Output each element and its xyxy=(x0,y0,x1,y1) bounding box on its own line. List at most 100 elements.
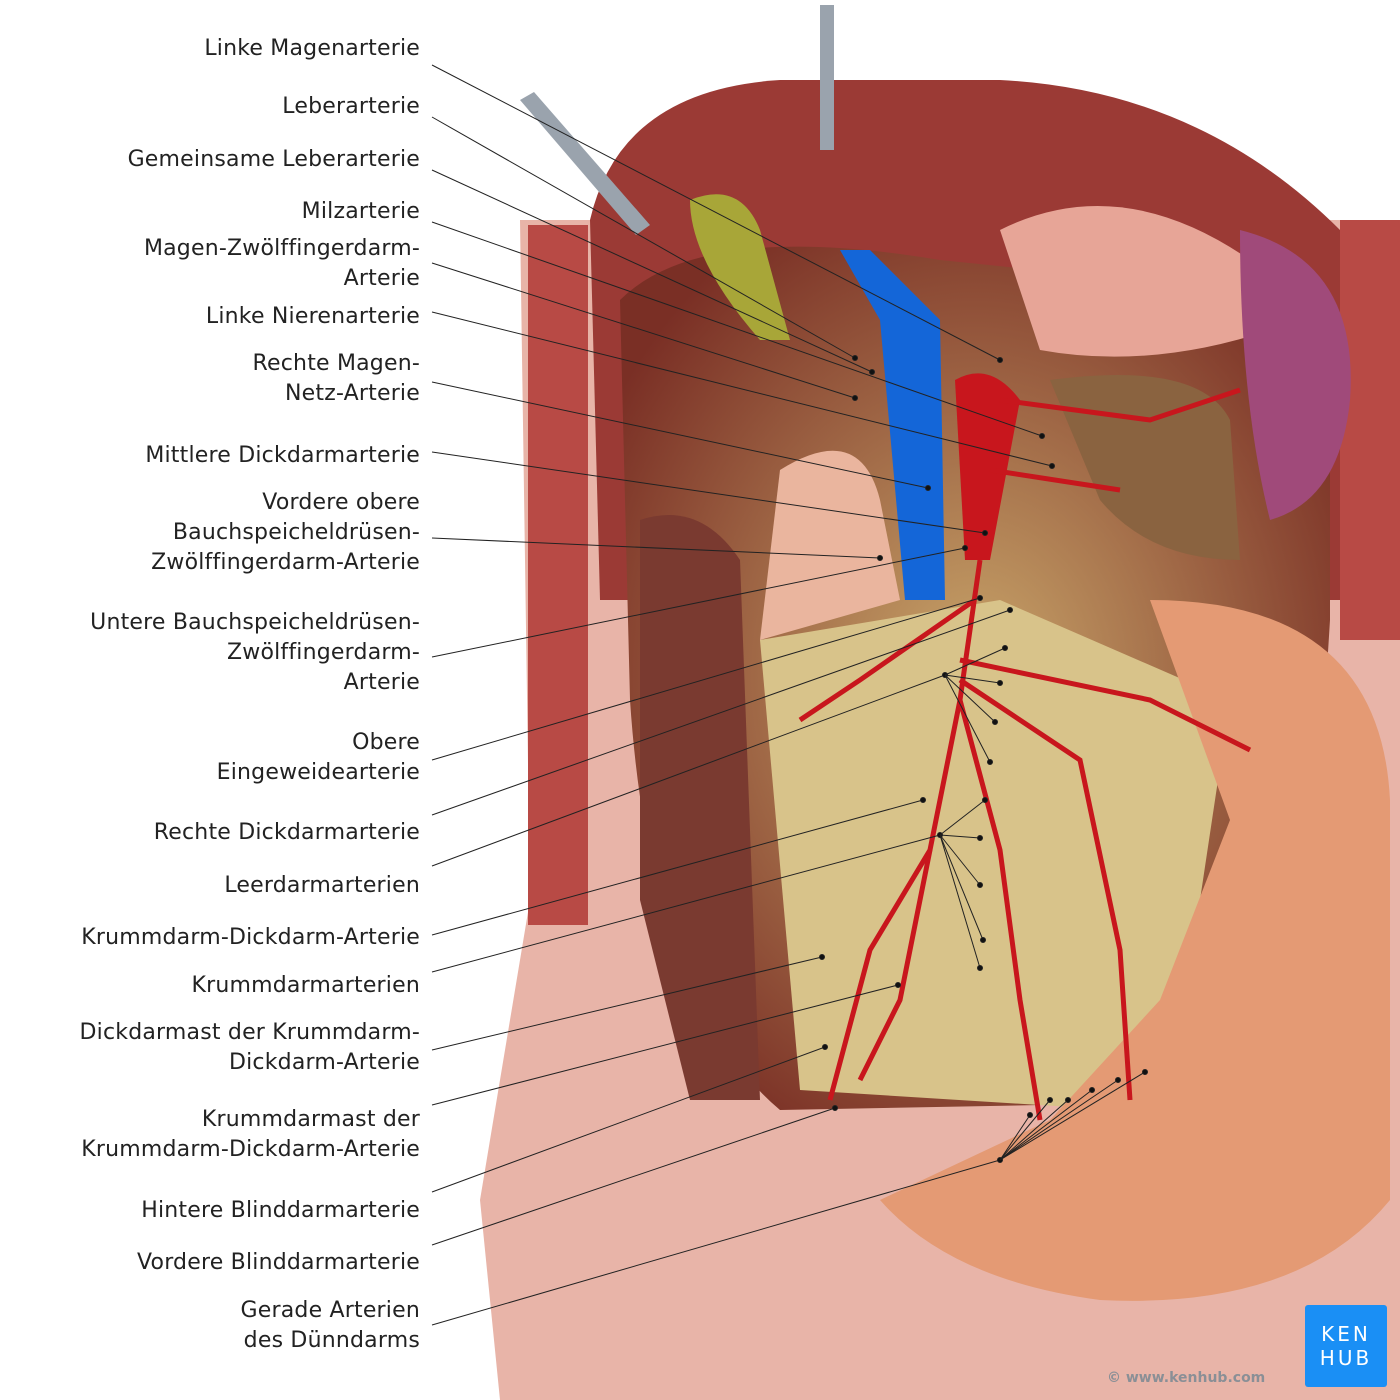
label-line: Krummdarm-Dickdarm-Arterie xyxy=(81,925,420,950)
label-line: Vordere obere xyxy=(262,490,420,515)
leader-line xyxy=(939,799,986,836)
leader-dot xyxy=(1142,1069,1148,1075)
leader-dot xyxy=(982,530,988,536)
label-line: Obere xyxy=(352,730,420,755)
leader-dot xyxy=(962,545,968,551)
label-line: Krummdarmarterien xyxy=(191,973,420,998)
leader-dot xyxy=(819,954,825,960)
label-line: des Dünndarms xyxy=(243,1328,420,1353)
label-line: Krummdarm-Dickdarm-Arterie xyxy=(81,1137,420,1162)
anatomy-label: Untere Bauchspeicheldrüsen- Zwölffingerda… xyxy=(90,608,420,698)
duodenum xyxy=(760,450,900,640)
leader-line xyxy=(999,1114,1031,1161)
leader-line xyxy=(939,834,984,941)
label-line: Vordere Blinddarmarterie xyxy=(137,1250,420,1275)
label-line: Zwölffingerdarm- xyxy=(226,640,420,665)
leader-line xyxy=(431,674,946,867)
logo-text: HUB xyxy=(1319,1346,1373,1370)
label-line: Gemeinsame Leberarterie xyxy=(127,147,420,172)
label-line: Rechte Dickdarmarterie xyxy=(153,820,420,845)
left-wall-muscle xyxy=(528,225,588,925)
anatomy-label: Linke Nierenarterie xyxy=(206,302,420,332)
copyright-text: © www.kenhub.com xyxy=(1107,1370,1266,1386)
gallbladder xyxy=(690,194,790,340)
label-line: Dickdarm-Arterie xyxy=(228,1050,420,1075)
label-line: Leberarterie xyxy=(282,94,420,119)
spleen xyxy=(1240,230,1351,520)
anatomy-label: Milzarterie xyxy=(302,197,420,227)
leader-dot xyxy=(982,797,988,803)
anatomy-label: Hintere Blinddarmarterie xyxy=(141,1196,420,1226)
label-line: Krummdarmast der xyxy=(201,1107,420,1132)
leader-dot xyxy=(822,1044,828,1050)
label-line: Bauchspeicheldrüsen- xyxy=(172,520,420,545)
label-line: Mittlere Dickdarmarterie xyxy=(145,443,420,468)
label-line: Arterie xyxy=(343,670,420,695)
leader-lines xyxy=(431,64,1148,1326)
small-intestine xyxy=(880,600,1390,1301)
leader-line xyxy=(431,64,1001,361)
leader-dot xyxy=(977,965,983,971)
leader-dot xyxy=(977,835,983,841)
leader-line xyxy=(431,956,823,1051)
ascending-colon xyxy=(640,515,760,1100)
label-line: Hintere Blinddarmarterie xyxy=(141,1198,420,1223)
leader-line xyxy=(431,451,986,534)
label-line: Untere Bauchspeicheldrüsen- xyxy=(90,610,420,635)
leader-line xyxy=(431,1107,836,1246)
right-wall-muscle xyxy=(1340,220,1400,640)
leader-dot xyxy=(869,369,875,375)
leader-dot xyxy=(1027,1112,1033,1118)
leader-line xyxy=(431,799,924,936)
leader-line xyxy=(999,1099,1069,1161)
anatomy-label: Vordere Blinddarmarterie xyxy=(137,1248,420,1278)
leader-line xyxy=(431,1046,826,1193)
vena-cava xyxy=(840,250,945,600)
leader-line xyxy=(431,609,1011,816)
label-line: Linke Nierenarterie xyxy=(205,304,420,329)
label-line: Netz-Arterie xyxy=(285,381,420,406)
anatomy-label: Leberarterie xyxy=(282,92,420,122)
label-line: Dickdarmast der Krummdarm- xyxy=(79,1020,420,1045)
leader-line xyxy=(431,547,966,658)
label-line: Zwölffingerdarm-Arterie xyxy=(151,550,420,575)
anatomy-label: Magen-Zwölffingerdarm- Arterie xyxy=(144,234,420,294)
leader-dot xyxy=(920,797,926,803)
leader-dot xyxy=(1089,1087,1095,1093)
anatomy-label: Krummdarm-Dickdarm-Arterie xyxy=(81,923,420,953)
pancreas xyxy=(1050,375,1240,560)
leader-line xyxy=(431,834,941,973)
anatomy-label: Linke Magenarterie xyxy=(204,34,420,64)
leader-line xyxy=(999,1089,1093,1161)
leader-line xyxy=(944,674,1001,684)
leader-line xyxy=(431,1159,1001,1326)
anatomy-label: Dickdarmast der Krummdarm- Dickdarm-Arter… xyxy=(80,1018,420,1078)
anatomy-label: Leerdarmarterien xyxy=(224,871,420,901)
leader-line xyxy=(431,262,856,399)
anatomy-label: Gemeinsame Leberarterie xyxy=(128,145,420,175)
leader-dot xyxy=(1065,1097,1071,1103)
label-line: Eingeweidearterie xyxy=(216,760,420,785)
label-line: Magen-Zwölffingerdarm- xyxy=(143,236,420,261)
leader-dot xyxy=(1002,645,1008,651)
leader-line xyxy=(999,1079,1119,1161)
leader-dot xyxy=(1049,463,1055,469)
label-line: Arterie xyxy=(343,266,420,291)
anatomy-label: Mittlere Dickdarmarterie xyxy=(145,441,420,471)
leader-line xyxy=(999,1099,1051,1161)
leader-line xyxy=(944,674,996,723)
leader-line xyxy=(944,674,991,763)
aorta xyxy=(955,373,1020,560)
leader-dot xyxy=(1039,433,1045,439)
leader-dot xyxy=(1047,1097,1053,1103)
anatomy-label: Krummdarmarterien xyxy=(191,971,420,1001)
leader-dot xyxy=(1115,1077,1121,1083)
anatomy-label: Rechte Dickdarmarterie xyxy=(154,818,420,848)
leader-dot xyxy=(987,759,993,765)
leader-dot xyxy=(977,595,983,601)
leader-line xyxy=(431,381,929,489)
